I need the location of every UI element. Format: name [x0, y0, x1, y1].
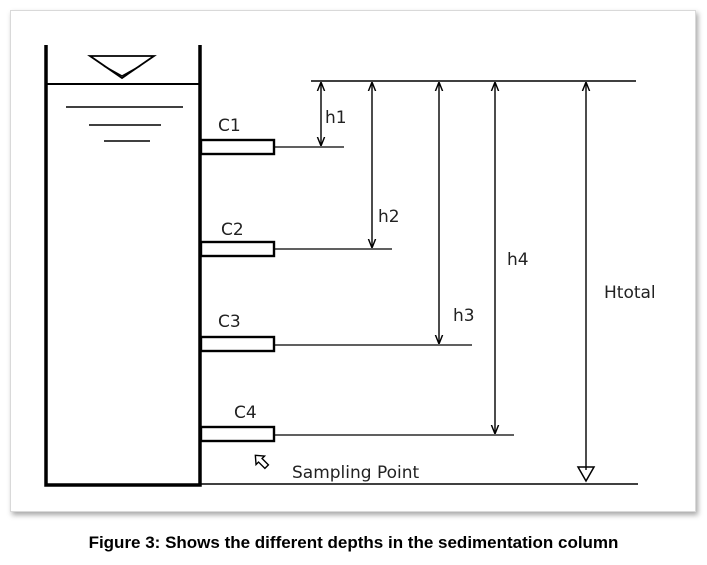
figure-frame — [10, 10, 696, 512]
label-c2: C2 — [221, 220, 244, 240]
label-h3: h3 — [453, 306, 475, 326]
column-walls — [44, 45, 202, 487]
label-h4: h4 — [507, 250, 529, 270]
port-c2 — [199, 240, 276, 258]
figure-caption: Figure 3: Shows the different depths in … — [88, 533, 619, 552]
label-h2: h2 — [378, 207, 400, 227]
label-c1: C1 — [218, 116, 241, 136]
water-level-inner-triangle-icon — [103, 65, 141, 77]
port-c3 — [199, 335, 276, 353]
label-c3: C3 — [218, 312, 241, 332]
label-c4: C4 — [234, 403, 257, 423]
label-htotal: Htotal — [604, 283, 656, 303]
sampling-point-arrow-icon — [254, 454, 270, 470]
label-h1: h1 — [325, 108, 347, 128]
port-c1 — [199, 138, 276, 156]
label-sampling-point: Sampling Point — [292, 463, 420, 483]
water-level-triangle-icon — [87, 55, 157, 80]
port-c4 — [199, 425, 276, 443]
htotal-bottom-arrow-icon — [576, 466, 596, 483]
